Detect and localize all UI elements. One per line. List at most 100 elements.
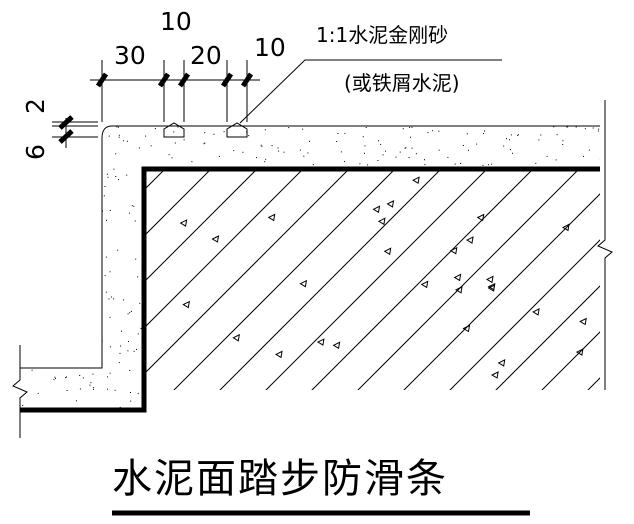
- stipple-dot: [586, 197, 588, 198]
- aggregate-mark: [476, 213, 485, 222]
- stipple-dot: [119, 352, 121, 354]
- stipple-dot: [412, 407, 414, 409]
- stipple-dot: [531, 263, 533, 265]
- stipple-dot: [278, 176, 280, 178]
- stipple-dot: [300, 278, 302, 280]
- hatch-line: [439, 169, 600, 390]
- stipple-dot: [353, 220, 355, 222]
- stipple-dot: [151, 300, 153, 302]
- stipple-dot: [435, 407, 437, 409]
- stipple-dot: [288, 191, 290, 193]
- stipple-dot: [414, 210, 416, 212]
- stipple-dot: [93, 388, 94, 390]
- anti-slip-strip-1: [163, 122, 185, 138]
- stipple-dot: [83, 184, 85, 186]
- stipple-dot: [600, 248, 601, 249]
- stipple-dot: [76, 186, 78, 188]
- stipple-dot: [505, 243, 506, 245]
- stipple-dot: [265, 214, 267, 216]
- hatch-line: [577, 169, 600, 390]
- stipple-dot: [168, 261, 170, 263]
- stipple-dot: [117, 249, 119, 251]
- stipple-dot: [173, 328, 175, 330]
- stipple-dot: [520, 225, 522, 227]
- stipple-dot: [593, 257, 595, 259]
- hatch-line: [301, 169, 600, 390]
- stipple-dot: [411, 147, 413, 149]
- stipple-dot: [20, 264, 22, 266]
- stipple-dot: [183, 248, 185, 249]
- stipple-dot: [72, 305, 74, 307]
- stipple-dot: [421, 295, 423, 297]
- stipple-dot: [405, 147, 407, 149]
- stipple-dot: [367, 164, 369, 166]
- stipple-dot: [159, 378, 161, 379]
- stipple-dot: [297, 254, 299, 256]
- stipple-dot: [360, 345, 362, 347]
- stipple-dot: [240, 199, 241, 201]
- stipple-dot: [49, 226, 51, 228]
- stipple-dot: [66, 390, 68, 391]
- stipple-dot: [68, 145, 70, 147]
- stipple-dot: [273, 348, 275, 350]
- stipple-dot: [95, 142, 96, 144]
- stipple-dot: [118, 362, 120, 364]
- stipple-dot: [346, 223, 348, 225]
- stipple-dot: [58, 299, 60, 301]
- stipple-dot: [354, 287, 356, 289]
- stipple-dot: [462, 145, 464, 146]
- aggregate-mark: [449, 246, 458, 255]
- aggregate-mark: [299, 279, 308, 288]
- stipple-dot: [535, 162, 537, 164]
- stipple-dot: [580, 262, 582, 264]
- stipple-dot: [30, 178, 32, 180]
- stipple-dot: [41, 308, 43, 310]
- stipple-dot: [572, 305, 574, 307]
- stipple-dot: [65, 377, 67, 379]
- stipple-dot: [406, 373, 408, 375]
- aggregate-mark: [386, 200, 395, 208]
- stipple-dot: [303, 155, 305, 157]
- stipple-dot: [583, 155, 584, 157]
- stipple-dot: [242, 151, 244, 153]
- stipple-dot: [99, 189, 101, 191]
- stipple-dot: [156, 336, 158, 338]
- stipple-dot: [133, 205, 135, 207]
- stipple-dot: [191, 222, 193, 223]
- stipple-dot: [98, 332, 100, 334]
- stipple-dot: [578, 376, 580, 378]
- stipple-dot: [89, 180, 91, 182]
- stipple-dot: [292, 197, 293, 199]
- stipple-dot: [578, 218, 580, 220]
- stipple-dot: [503, 337, 505, 339]
- stipple-dot: [489, 243, 491, 245]
- stipple-dot: [476, 323, 478, 325]
- stipple-dot: [97, 328, 99, 329]
- stipple-dot: [487, 245, 489, 247]
- stipple-dot: [76, 400, 77, 402]
- stipple-dot: [527, 244, 529, 245]
- stipple-dot: [602, 135, 603, 136]
- stipple-dot: [61, 172, 63, 173]
- stipple-dot: [178, 344, 180, 346]
- stipple-dot: [407, 351, 409, 353]
- stipple-dot: [409, 126, 411, 128]
- stipple-dot: [486, 223, 488, 225]
- stipple-dot: [154, 305, 156, 306]
- stipple-dot: [512, 409, 514, 410]
- stipple-dot: [370, 266, 372, 268]
- stipple-dot: [566, 343, 568, 345]
- stipple-dot: [176, 398, 177, 400]
- stipple-dot: [555, 324, 557, 325]
- stipple-dot: [22, 269, 24, 271]
- stipple-dot: [511, 397, 513, 399]
- stipple-dot: [589, 284, 590, 286]
- stipple-dot: [171, 255, 172, 257]
- stipple-dot: [145, 135, 147, 137]
- stipple-dot: [435, 389, 437, 391]
- stipple-dot: [118, 179, 120, 181]
- hatch-line: [144, 169, 473, 390]
- stipple-dot: [72, 226, 74, 228]
- stipple-dot: [360, 358, 362, 359]
